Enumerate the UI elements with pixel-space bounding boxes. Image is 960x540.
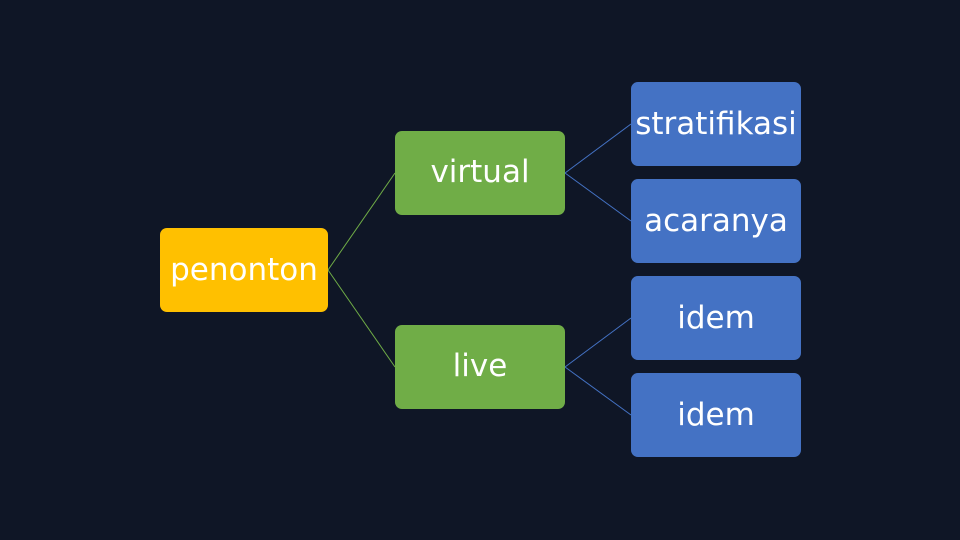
root-node-label: penonton: [170, 251, 318, 288]
leaf-node-idem-1: idem: [631, 276, 801, 360]
connector-live-idem-2: [564, 366, 632, 416]
leaf-node-label: idem: [677, 300, 755, 336]
leaf-node-label: acaranya: [644, 203, 788, 239]
connector-root-live: [327, 269, 396, 368]
leaf-node-label: stratifikasi: [635, 106, 797, 142]
connector-root-virtual: [327, 172, 396, 271]
connector-live-idem-1: [564, 317, 632, 368]
branch-node-virtual: virtual: [395, 131, 565, 215]
leaf-node-stratifikasi: stratifikasi: [631, 82, 801, 166]
root-node-penonton: penonton: [160, 228, 328, 312]
connector-virtual-stratifikasi: [564, 123, 632, 174]
branch-node-live: live: [395, 325, 565, 409]
leaf-node-acaranya: acaranya: [631, 179, 801, 263]
leaf-node-idem-2: idem: [631, 373, 801, 457]
connector-virtual-acaranya: [564, 172, 632, 222]
branch-node-label: virtual: [430, 154, 530, 190]
branch-node-label: live: [452, 348, 508, 384]
leaf-node-label: idem: [677, 397, 755, 433]
